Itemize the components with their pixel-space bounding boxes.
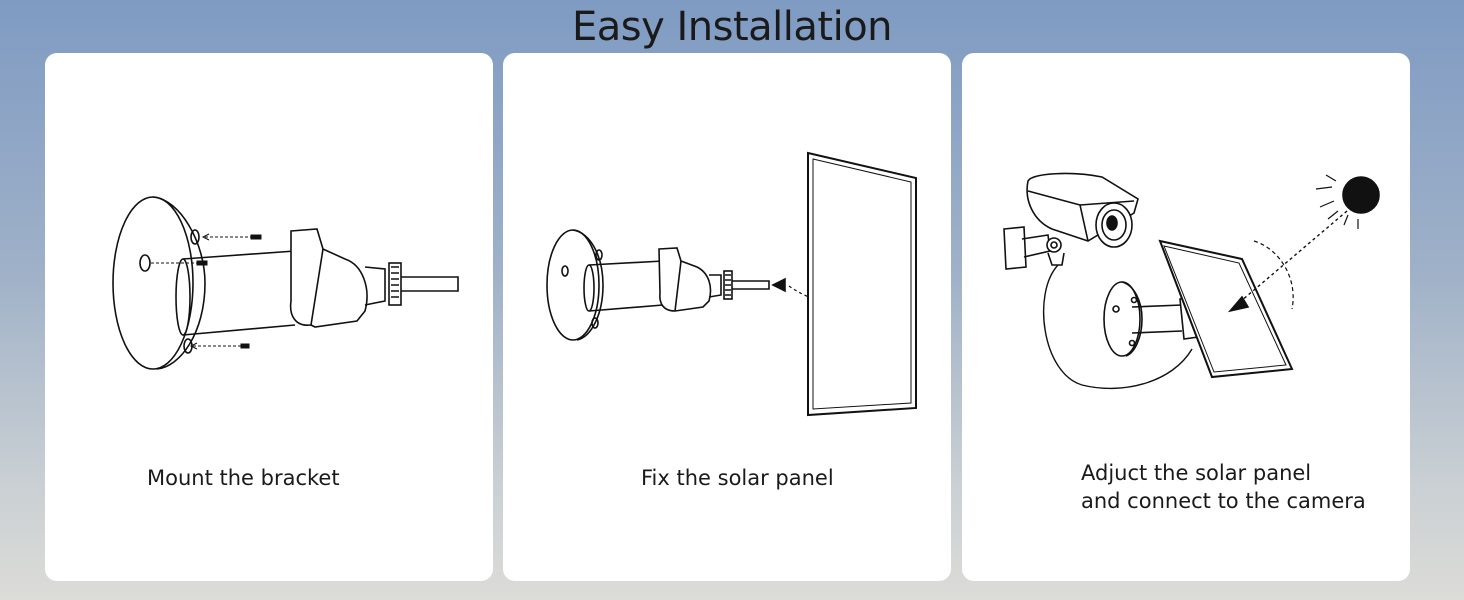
- step-3-caption-line2: and connect to the camera: [1081, 489, 1366, 513]
- step-card-connect-camera: Adjuct the solar panel and connect to th…: [962, 53, 1410, 581]
- camera-connection-illustration: [1003, 172, 1380, 390]
- bracket-mounting-illustration: [112, 196, 459, 370]
- step-card-fix-solar-panel: Fix the solar panel: [503, 53, 951, 581]
- page-title: Easy Installation: [571, 4, 893, 50]
- step-1-caption: Mount the bracket: [147, 466, 340, 490]
- solar-panel-fixing-illustration: [546, 151, 917, 417]
- step-card-mount-bracket: Mount the bracket: [45, 53, 493, 581]
- step-3-caption-line1: Adjuct the solar panel: [1081, 461, 1312, 485]
- step-2-caption: Fix the solar panel: [641, 466, 834, 490]
